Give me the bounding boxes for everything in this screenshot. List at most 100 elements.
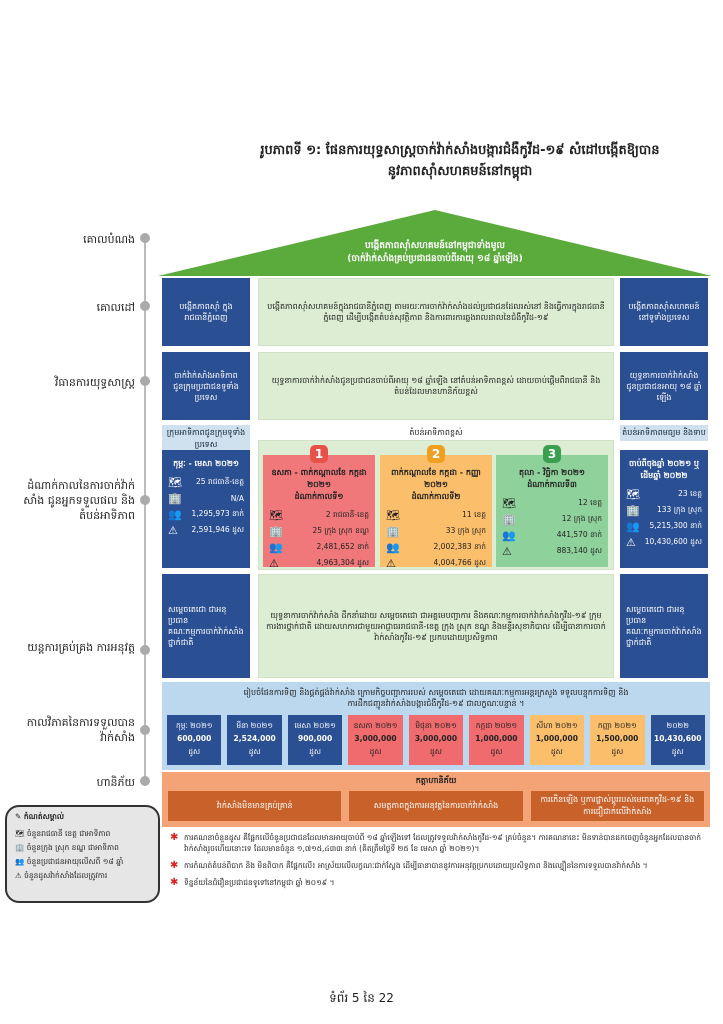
phase-number-badge: 2 <box>427 445 445 463</box>
stat-districts: 🏢133 ក្រុង ស្រុក <box>626 504 702 517</box>
schedule-month-box: សីហា ២០២១ 1,000,000 ដូស <box>529 715 585 765</box>
buildings-icon: 🏢 <box>269 525 283 538</box>
phase-period: ពាក់កណ្តាលខែ កក្កដា - កញ្ញា ២០២១ <box>391 468 481 489</box>
legend: ✎ កំណត់សម្គាល់ 🗺 ចំនួនរាជធានី ខេត្ត ជាអា… <box>5 805 160 903</box>
schedule-amount: 1,000,000 <box>475 734 518 743</box>
buildings-icon: 🏢 <box>502 513 516 526</box>
cambodia-map-icon: 🗺 <box>626 488 640 501</box>
stat-provinces: 🗺23 ខេត្ត <box>626 488 702 501</box>
page-footer: ទំព័រ 5 នៃ 22 <box>329 991 394 1005</box>
note: ទិន្នន័យនៃជំរឿនប្រជាជនទូទៅនៅកម្ពុជា ឆ្នា… <box>170 877 710 888</box>
schedule-month: មិថុនា ២០២១ <box>415 721 457 730</box>
stat-value: 12 ខេត្ត <box>578 498 602 507</box>
stat-value: 883,140 ដូស <box>556 546 602 555</box>
cambodia-map-icon: 🗺 <box>15 829 27 838</box>
vaccine-warning-icon: ⚠ <box>15 871 25 880</box>
legend-item: ចំនួនដូសវ៉ាក់សាំងដែលត្រូវការ <box>24 871 108 880</box>
cambodia-map-icon: 🗺 <box>269 509 283 522</box>
stat-value: 2,481,652 នាក់ <box>316 542 369 551</box>
stat-people: 👥2,002,383 នាក់ <box>386 541 486 554</box>
people-icon: 👥 <box>269 541 283 554</box>
phase-zone-1: 1 ឧសភា - ពាក់កណ្តាលខែ កក្កដា ២០២១ដំណាក់កា… <box>263 445 375 570</box>
phase-medium-low: ចាប់ពីចុងឆ្នាំ ២០២១ ឬ ដើមឆ្នាំ ២០២២ 🗺23 ខ… <box>620 450 708 568</box>
phase-right-header: តំបន់អាទិភាពមធ្យម និងទាប <box>620 425 708 441</box>
label-strategy: វិធានការយុទ្ធសាស្ត្រ <box>54 376 135 389</box>
strategy-left: ចាក់វ៉ាក់សាំងអាទិភាព ជូនក្រុមប្រជាជនទូទា… <box>162 352 250 420</box>
schedule-month: ឧសភា ២០២១ <box>353 721 398 730</box>
schedule-unit: ដូស <box>309 747 322 756</box>
people-icon: 👥 <box>626 520 640 533</box>
timeline-dot <box>140 645 150 655</box>
schedule-unit: ដូស <box>430 747 442 756</box>
stat-people: 👥1,295,973 នាក់ <box>168 508 244 521</box>
title-line-1: រូបភាពទី ១: ផែនការយុទ្ធសាស្ត្រចាក់វ៉ាក់ស… <box>260 143 660 158</box>
stat-value: 25 ក្រុង ស្រុក ខណ្ឌ <box>312 526 369 535</box>
phase-zone-2: 2 ពាក់កណ្តាលខែ កក្កដា - កញ្ញា ២០២១ដំណាក់ក… <box>380 445 492 570</box>
page-title: រូបភាពទី ១: ផែនការយុទ្ធសាស្ត្រចាក់វ៉ាក់ស… <box>200 140 720 182</box>
stat-districts: 🏢33 ក្រុង ស្រុក <box>386 525 486 538</box>
phase-name: ដំណាក់កាលទី១ <box>294 492 344 501</box>
people-icon: 👥 <box>386 541 400 554</box>
schedule-month: សីហា ២០២១ <box>536 721 578 730</box>
phase-period: ឧសភា - ពាក់កណ្តាលខែ កក្កដា ២០២១ <box>271 468 367 489</box>
stat-provinces: 🗺2 រាជធានី-ខេត្ត <box>269 509 369 522</box>
legend-item: ចំនួនប្រជាជនអាយុលើសពី ១៨ ឆ្នាំ <box>26 857 124 866</box>
stat-doses: ⚠4,963,304 ដូស <box>269 557 369 570</box>
schedule-month: មេសា ២០២១ <box>294 721 336 730</box>
schedule-amount: 3,000,000 <box>414 734 458 743</box>
stat-districts: 🏢12 ក្រុង ស្រុក <box>502 513 602 526</box>
phase-period: កុម្ភៈ - មេសា ២០២១ <box>173 459 239 468</box>
stat-value: 441,570 នាក់ <box>556 530 602 539</box>
schedule-unit: ដូស <box>490 747 503 756</box>
schedule-amount: 10,430,600 <box>653 734 702 743</box>
goal-left: បង្កើតភាពស៊ាំ ក្នុងរាជធានីភ្នំពេញ <box>162 278 250 346</box>
label-risk: ហានិភ័យ <box>96 776 135 789</box>
timeline-dot <box>140 725 150 735</box>
stat-people: 👥441,570 នាក់ <box>502 529 602 542</box>
stat-value: N/A <box>230 494 244 503</box>
stat-value: 10,430,600 ដូស <box>644 537 702 546</box>
cambodia-map-icon: 🗺 <box>386 509 400 522</box>
risk-title: កត្តាហានិភ័យ <box>415 776 457 785</box>
phase-period: ចាប់ពីចុងឆ្នាំ ២០២១ ឬ ដើមឆ្នាំ ២០២២ <box>628 459 700 480</box>
phase-name: ដំណាក់កាលទី២ <box>411 492 461 501</box>
mechanism-right-2: គណៈកម្មការចាក់វ៉ាក់សាំងថ្នាក់ជាតិ <box>626 627 702 647</box>
label-schedule: កាលវិភាគនៃការទទួលបានវ៉ាក់សាំង <box>26 716 135 744</box>
schedule-month: កក្កដា ២០២១ <box>475 721 518 730</box>
phase-left-header: ក្រុមអាទិភាពជូនក្រុមទូទាំងប្រទេស <box>162 425 250 453</box>
vaccine-warning-icon: ⚠ <box>269 557 279 570</box>
vaccine-warning-icon: ⚠ <box>386 557 396 570</box>
stat-value: 4,004,766 ដូស <box>433 558 486 567</box>
stat-value: 33 ក្រុង ស្រុក <box>445 526 486 535</box>
schedule-amount: 1,000,000 <box>535 734 578 743</box>
pin-icon: ✎ <box>15 812 24 821</box>
risk-item: សមត្ថភាពក្នុងការអនុវត្តនៃការចាក់វ៉ាក់សាំ… <box>349 791 523 821</box>
stat-value: 11 ខេត្ត <box>462 510 486 519</box>
stat-doses: ⚠10,430,600 ដូស <box>626 536 702 549</box>
schedule-amount: 600,000 <box>177 734 212 743</box>
stat-value: 133 ក្រុង ស្រុក <box>657 505 702 514</box>
label-mechanism: យន្តការគ្រប់គ្រង ការអនុវត្ត <box>27 641 135 654</box>
label-phases: ដំណាក់កាលនៃការចាក់វ៉ាក់សាំង ជូនអ្នកទទួលផ… <box>23 479 135 522</box>
timeline-line <box>144 238 146 783</box>
phase-center-header: តំបន់អាទិភាពខ្ពស់ <box>409 428 463 437</box>
roof-line-1: បង្កើតភាពស៊ាំសហគមន៍នៅកម្ពុជាទាំងមូល <box>365 241 505 251</box>
buildings-icon: 🏢 <box>15 843 27 852</box>
stat-people: 👥 2,481,652 នាក់ <box>269 541 369 554</box>
vaccine-warning-icon: ⚠ <box>168 524 178 537</box>
strategy-right: យុទ្ធនាការចាក់វ៉ាក់សាំង ជូនប្រជាជនអាយុ ១… <box>620 352 708 420</box>
vaccine-warning-icon: ⚠ <box>502 545 512 558</box>
schedule-amount: 1,500,000 <box>596 734 639 743</box>
phase-number-badge: 1 <box>310 445 328 463</box>
timeline-dot <box>140 233 150 243</box>
schedule-panel: រៀបចំផែនការទិញ និងផ្គត់ផ្គង់វ៉ាក់សាំង ក្… <box>162 682 710 770</box>
mechanism-left-1: សម្តេចតេជោ ជាអនុប្រធាន <box>168 605 227 625</box>
schedule-unit: ដូស <box>550 747 563 756</box>
mechanism-left-2: គណៈកម្មការចាក់វ៉ាក់សាំងថ្នាក់ជាតិ <box>168 627 244 647</box>
schedule-text: រៀបចំផែនការទិញ និងផ្គត់ផ្គង់វ៉ាក់សាំង ក្… <box>243 688 629 708</box>
goal-right: បង្កើតភាពស៊ាំសហគមន៍ នៅទូទាំងប្រទេស <box>620 278 708 346</box>
